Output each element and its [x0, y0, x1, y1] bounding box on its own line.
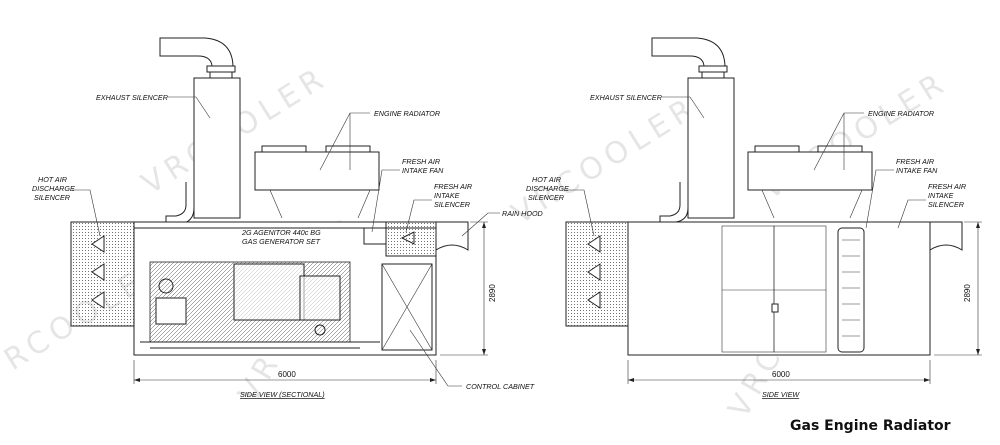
- side-view-sectional: 2G AGENITOR 440c BG GAS GENERATOR SET EX…: [32, 37, 543, 399]
- label-intake-silencer-3: SILENCER: [434, 200, 470, 209]
- label-exhaust-silencer: EXHAUST SILENCER: [96, 93, 168, 102]
- exhaust-flange: [206, 65, 236, 73]
- exhaust-elbow: [159, 37, 234, 67]
- rain-hood: [435, 221, 469, 251]
- label-discharge-right-1: HOT AIR: [532, 175, 561, 184]
- caption-sectional: SIDE VIEW (SECTIONAL): [240, 390, 325, 399]
- genset-title-line2: GAS GENERATOR SET: [242, 237, 321, 246]
- label-intake-silencer-right-3: SILENCER: [928, 200, 964, 209]
- engine-radiator-right: [747, 151, 873, 191]
- label-fresh-air-fan-right-1: FRESH AIR: [896, 157, 934, 166]
- label-control-cabinet: CONTROL CABINET: [466, 382, 535, 391]
- fresh-air-intake-fan: [363, 227, 387, 245]
- label-fresh-air-fan-1: FRESH AIR: [402, 157, 440, 166]
- brand-caption: Gas Engine Radiator: [790, 418, 951, 434]
- gas-generator-set: [140, 261, 380, 349]
- exhaust-pipe: [165, 182, 187, 228]
- engine-radiator: [254, 151, 380, 191]
- label-engine-radiator: ENGINE RADIATOR: [374, 109, 440, 118]
- label-discharge-2: DISCHARGE: [32, 184, 75, 193]
- label-rain-hood: RAIN HOOD: [502, 209, 543, 218]
- exhaust-elbow-right: [651, 37, 726, 67]
- rain-hood-right: [929, 221, 963, 251]
- dimension-length-left: 6000: [278, 370, 296, 379]
- label-intake-silencer-right-1: FRESH AIR: [928, 182, 966, 191]
- label-fresh-air-fan-2: INTAKE FAN: [402, 166, 444, 175]
- container-closed: [627, 221, 931, 356]
- label-exhaust-silencer-right: EXHAUST SILENCER: [590, 93, 662, 102]
- label-discharge-3: SILENCER: [34, 193, 70, 202]
- label-intake-silencer-2: INTAKE: [434, 191, 460, 200]
- label-discharge-right-2: DISCHARGE: [526, 184, 569, 193]
- doors: [721, 225, 827, 353]
- genset-title-line1: 2G AGENITOR 440c BG: [241, 228, 321, 237]
- label-discharge-right-3: SILENCER: [528, 193, 564, 202]
- exhaust-silencer: [193, 77, 241, 219]
- side-view: EXHAUST SILENCER ENGINE RADIATOR FRESH A…: [526, 37, 982, 399]
- exhaust-flange-2: [209, 71, 233, 79]
- dimension-height-right: 2890: [963, 284, 972, 302]
- label-intake-silencer-1: FRESH AIR: [434, 182, 472, 191]
- dimension-length-right: 6000: [772, 370, 790, 379]
- label-engine-radiator-right: ENGINE RADIATOR: [868, 109, 934, 118]
- exhaust-silencer-right: [687, 77, 735, 219]
- dimension-height-left: 2890: [488, 284, 497, 302]
- louvre-panel: [837, 227, 865, 353]
- caption-side-view: SIDE VIEW: [762, 390, 800, 399]
- label-intake-silencer-right-2: INTAKE: [928, 191, 954, 200]
- fresh-air-intake-silencer: [385, 221, 437, 257]
- label-fresh-air-fan-right-2: INTAKE FAN: [896, 166, 938, 175]
- label-discharge-1: HOT AIR: [38, 175, 67, 184]
